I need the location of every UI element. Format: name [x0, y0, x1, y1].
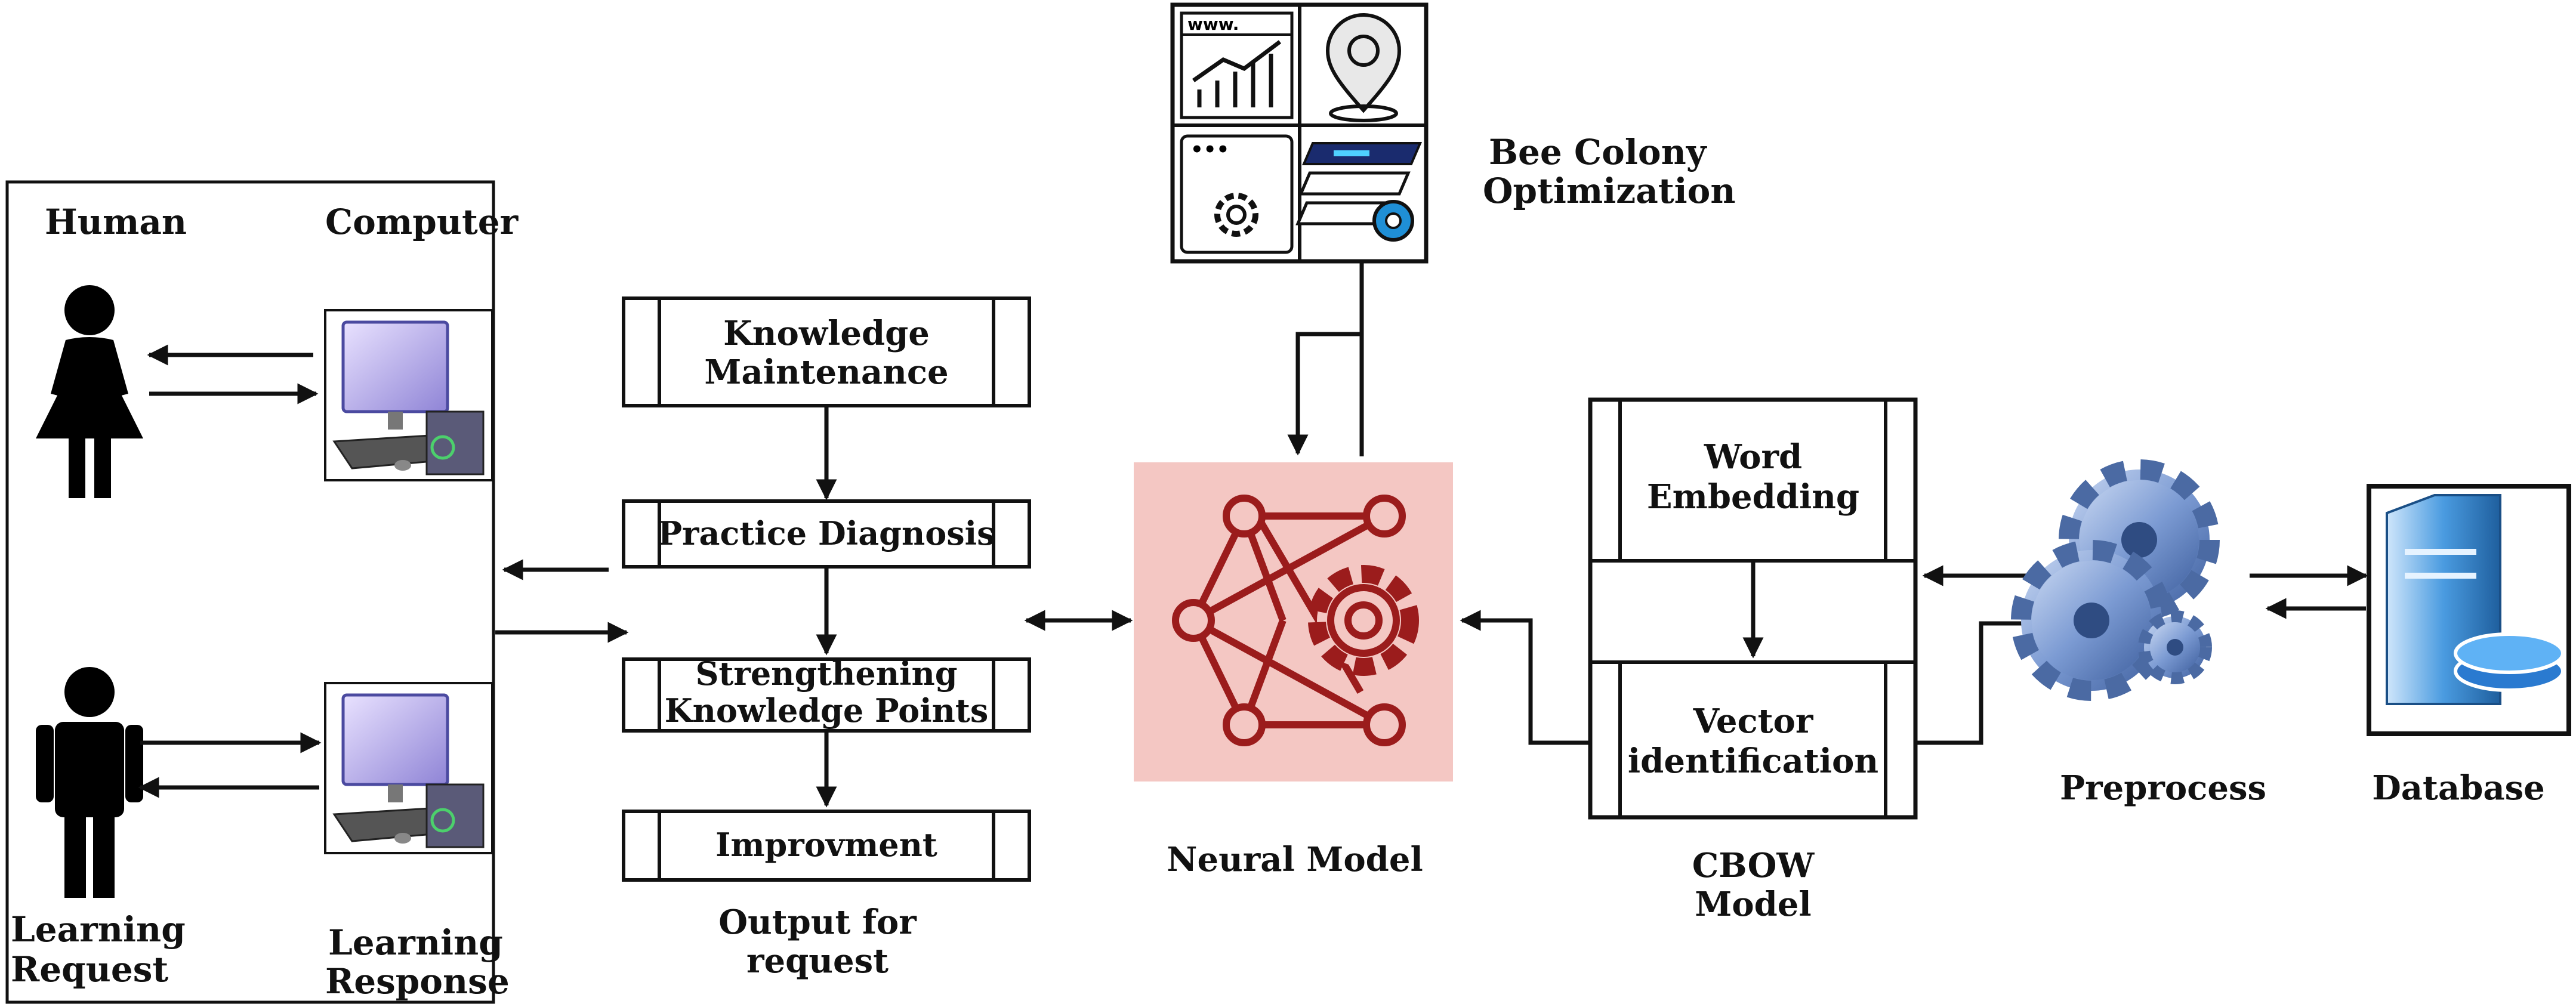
- vector-identification-line2: identification: [1628, 742, 1878, 781]
- left-panel: Human Computer: [5, 180, 519, 1004]
- arrow-bee-connector: [1287, 262, 1364, 456]
- human-female-icon: [36, 285, 143, 498]
- cbow-caption-line1: CBOW: [1692, 846, 1815, 885]
- knowledge-maintenance-line1: Knowledge: [723, 314, 930, 353]
- preprocess-gears-icon: Preprocess: [2011, 459, 2266, 808]
- word-embedding-line2: Embedding: [1647, 477, 1859, 517]
- learning-response-label-2: Response: [325, 961, 510, 1002]
- cbow-model: Word Embedding Vector identification CBO…: [1588, 397, 1918, 924]
- arrow-cbow-to-preprocess: [1915, 613, 2049, 745]
- knowledge-maintenance-line2: Maintenance: [704, 353, 948, 392]
- human-male-icon: [36, 667, 143, 898]
- database-label: Database: [2372, 768, 2545, 808]
- bee-colony-icon: www. ••• Bee: [1170, 2, 1736, 264]
- settings-gear-icon: [1214, 193, 1258, 237]
- chart-icon: [1192, 40, 1282, 107]
- practice-diagnosis-label: Practice Diagnosis: [658, 514, 995, 552]
- knowledge-maintenance-box: Knowledge Maintenance: [622, 296, 1031, 407]
- neural-model-node: Neural Model: [1134, 462, 1453, 879]
- preprocess-label: Preprocess: [2060, 768, 2266, 808]
- word-embedding-line1: Word: [1704, 437, 1802, 477]
- bee-colony-label-2: Optimization: [1483, 171, 1736, 211]
- gear-medium-icon: [2011, 540, 2172, 701]
- bee-colony-label-1: Bee Colony: [1489, 132, 1708, 172]
- computer-icon-bottom: [324, 682, 493, 854]
- learning-request-label-2: Request: [11, 949, 168, 990]
- left-panel-frame: [5, 180, 495, 1004]
- computer-label: Computer: [325, 202, 519, 242]
- output-caption-line1: Output for: [718, 903, 917, 942]
- location-gear-icon: [1325, 13, 1402, 122]
- human-label: Human: [45, 202, 187, 242]
- browser-url-text: www.: [1187, 14, 1239, 34]
- strengthening-box: Strengthening Knowledge Points: [622, 654, 1031, 733]
- neural-network-icon: [1172, 495, 1419, 746]
- improvment-box: Improvment: [622, 810, 1031, 882]
- improvment-label: Improvment: [715, 826, 937, 864]
- output-stack: Knowledge Maintenance Practice Diagnosis…: [622, 296, 1031, 981]
- vector-identification-line1: Vector: [1693, 702, 1814, 741]
- neural-model-label: Neural Model: [1167, 840, 1423, 879]
- learning-response-label-1: Learning: [328, 922, 503, 963]
- practice-diagnosis-box: Practice Diagnosis: [622, 499, 1031, 569]
- cbow-caption-line2: Model: [1695, 885, 1811, 924]
- server-stack-gear-icon: [1295, 142, 1423, 242]
- arrow-cbow-to-neural: [1460, 610, 1590, 745]
- learning-request-label-1: Learning: [11, 909, 186, 950]
- strengthening-line1: Strengthening: [695, 654, 957, 693]
- computer-icon-top: [324, 309, 493, 481]
- gear-small-icon: [2138, 610, 2212, 684]
- database-icon: Database: [2367, 484, 2571, 808]
- strengthening-line2: Knowledge Points: [665, 691, 989, 730]
- svg-text:•••: •••: [1190, 138, 1229, 162]
- output-caption-line2: request: [746, 941, 889, 981]
